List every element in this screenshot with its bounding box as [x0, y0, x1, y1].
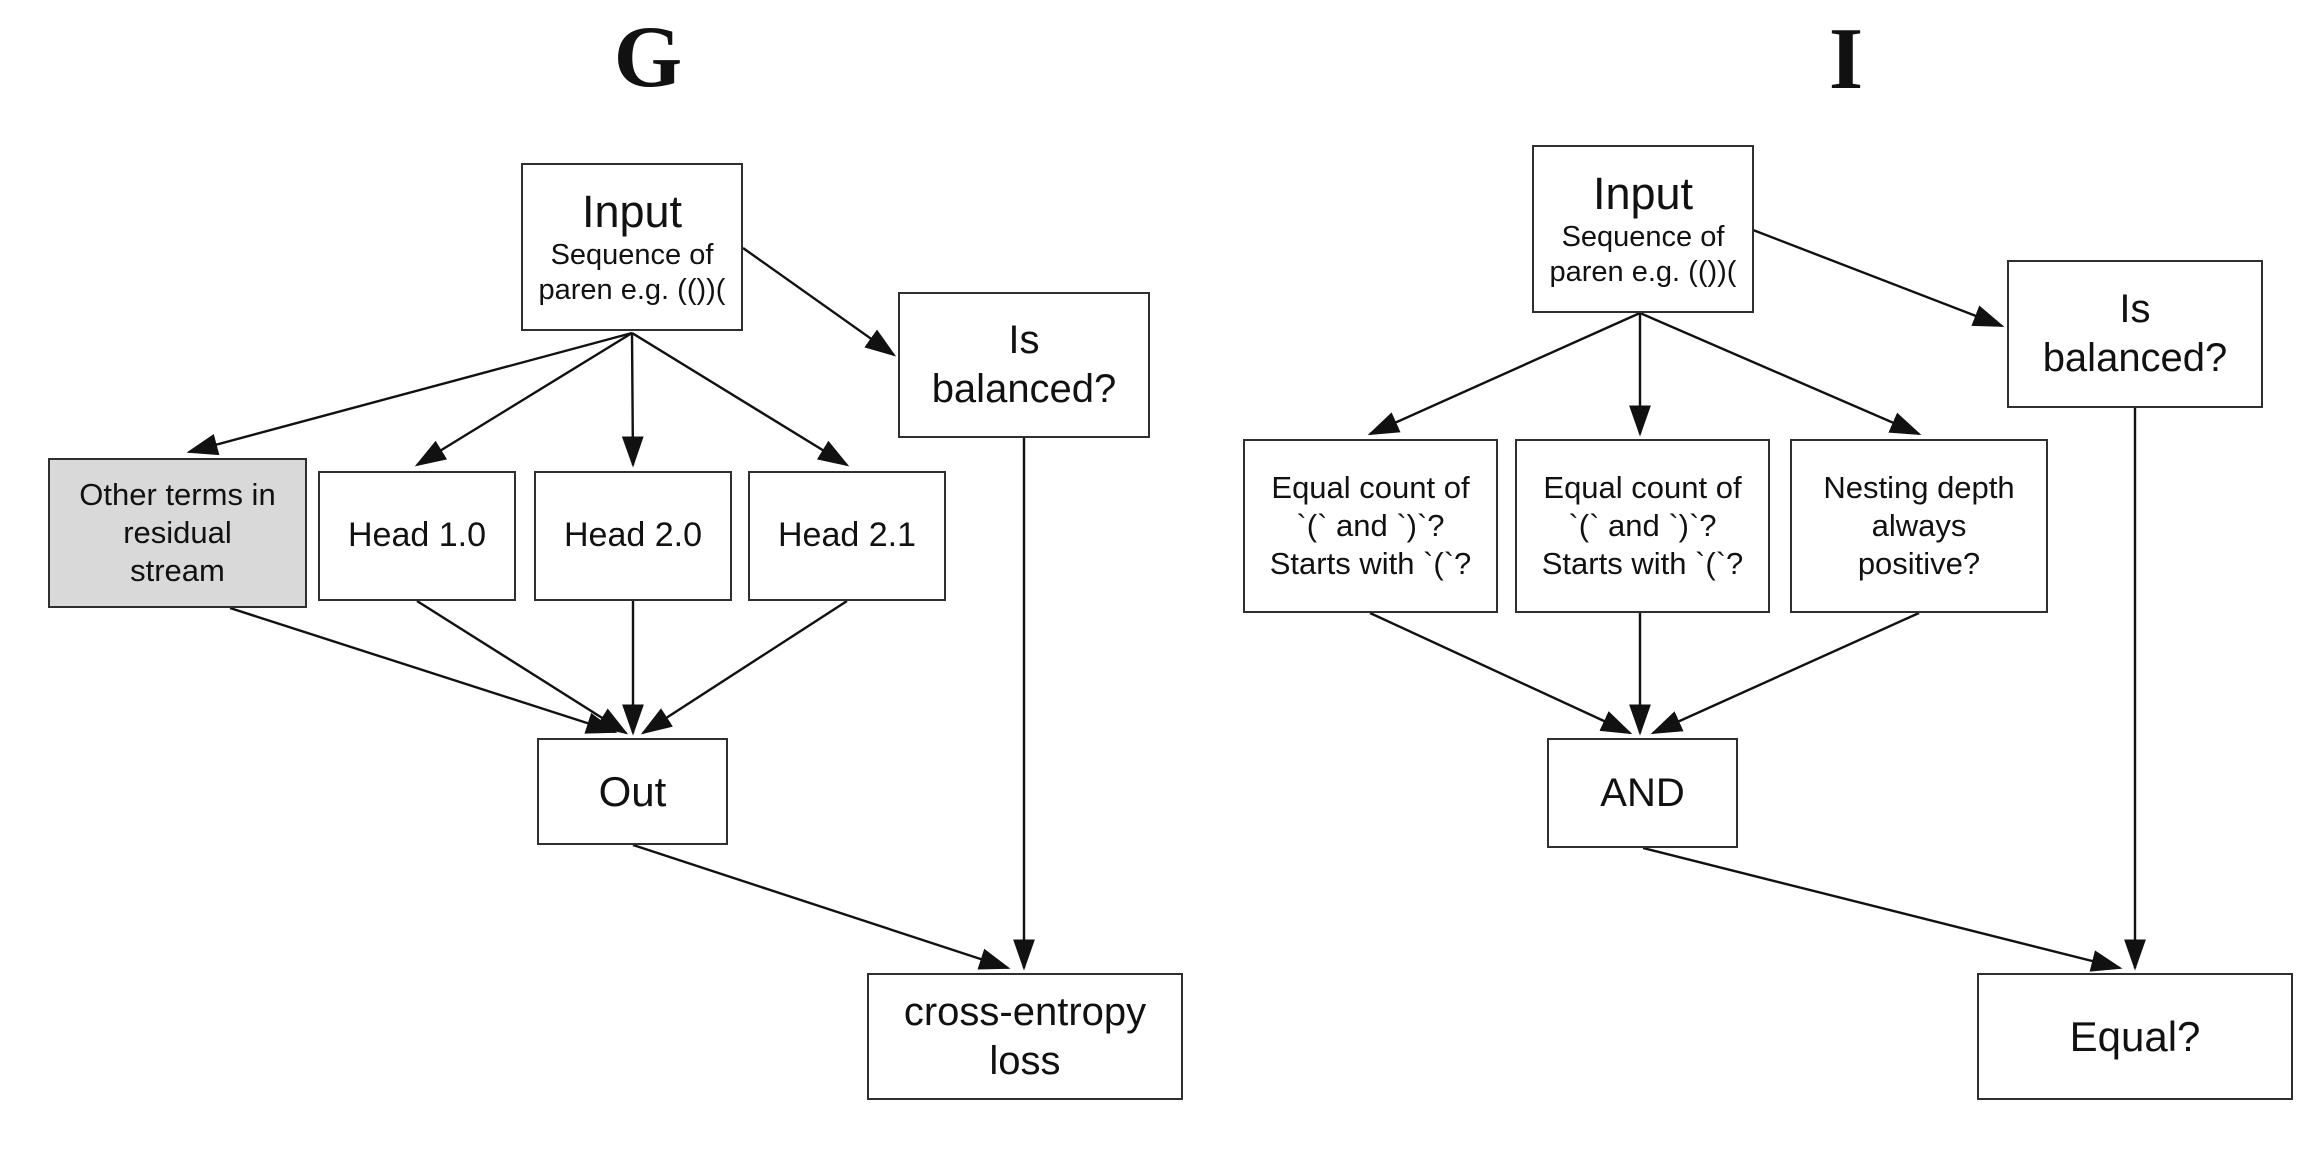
- diagram-g-title: G: [613, 9, 683, 106]
- node-g-input-title: Input: [581, 186, 683, 238]
- edge-g-input-to-is-balanced: [742, 247, 897, 357]
- node-g-input-subtitle: Sequence of paren e.g. (())(: [538, 239, 726, 306]
- edge-i-check-1-to-and: [1369, 611, 1633, 735]
- edge-i-input-to-is-balanced: [1752, 228, 2005, 328]
- node-i-and: AND: [1547, 738, 1738, 848]
- node-g-other-terms: Other terms in residual stream: [48, 458, 307, 608]
- node-i-input-title: Input: [1592, 168, 1694, 220]
- edge-g-input-to-head-1-0: [414, 331, 633, 467]
- edge-g-input-to-head-2-0: [621, 332, 644, 468]
- node-i-input: Input Sequence of paren e.g. (())(: [1532, 145, 1754, 313]
- node-g-head-2-1: Head 2.1: [748, 471, 946, 601]
- edge-g-head-1-0-to-out: [416, 599, 629, 735]
- node-g-is-balanced: Is balanced?: [898, 292, 1150, 438]
- node-g-input: Input Sequence of paren e.g. (())(: [521, 163, 743, 331]
- edge-g-out-to-loss: [632, 843, 1011, 970]
- edge-g-head-2-1-to-out: [640, 599, 848, 735]
- node-g-out: Out: [537, 738, 728, 845]
- node-i-check-1: Equal count of `(` and `)`? Starts with …: [1243, 439, 1498, 613]
- node-i-equal: Equal?: [1977, 973, 2293, 1100]
- node-g-loss: cross-entropy loss: [867, 973, 1183, 1100]
- edge-i-input-to-check-1: [1367, 311, 1641, 436]
- node-i-check-2: Equal count of `(` and `)`? Starts with …: [1515, 439, 1770, 613]
- edge-i-input-to-check-3: [1639, 311, 1922, 436]
- node-g-head-1-0: Head 1.0: [318, 471, 516, 601]
- edge-g-input-to-head-2-1: [631, 331, 850, 467]
- edge-g-input-to-other-terms: [186, 331, 633, 456]
- edge-i-check-3-to-and: [1650, 611, 1920, 735]
- node-i-is-balanced: Is balanced?: [2007, 260, 2263, 408]
- node-i-input-subtitle: Sequence of paren e.g. (())(: [1549, 221, 1737, 288]
- edge-i-and-to-equal: [1642, 846, 2123, 972]
- diagram-i-title: I: [1828, 11, 1864, 108]
- node-i-check-3: Nesting depth always positive?: [1790, 439, 2048, 613]
- edge-g-other-terms-to-out: [229, 606, 618, 734]
- node-g-head-2-0: Head 2.0: [534, 471, 732, 601]
